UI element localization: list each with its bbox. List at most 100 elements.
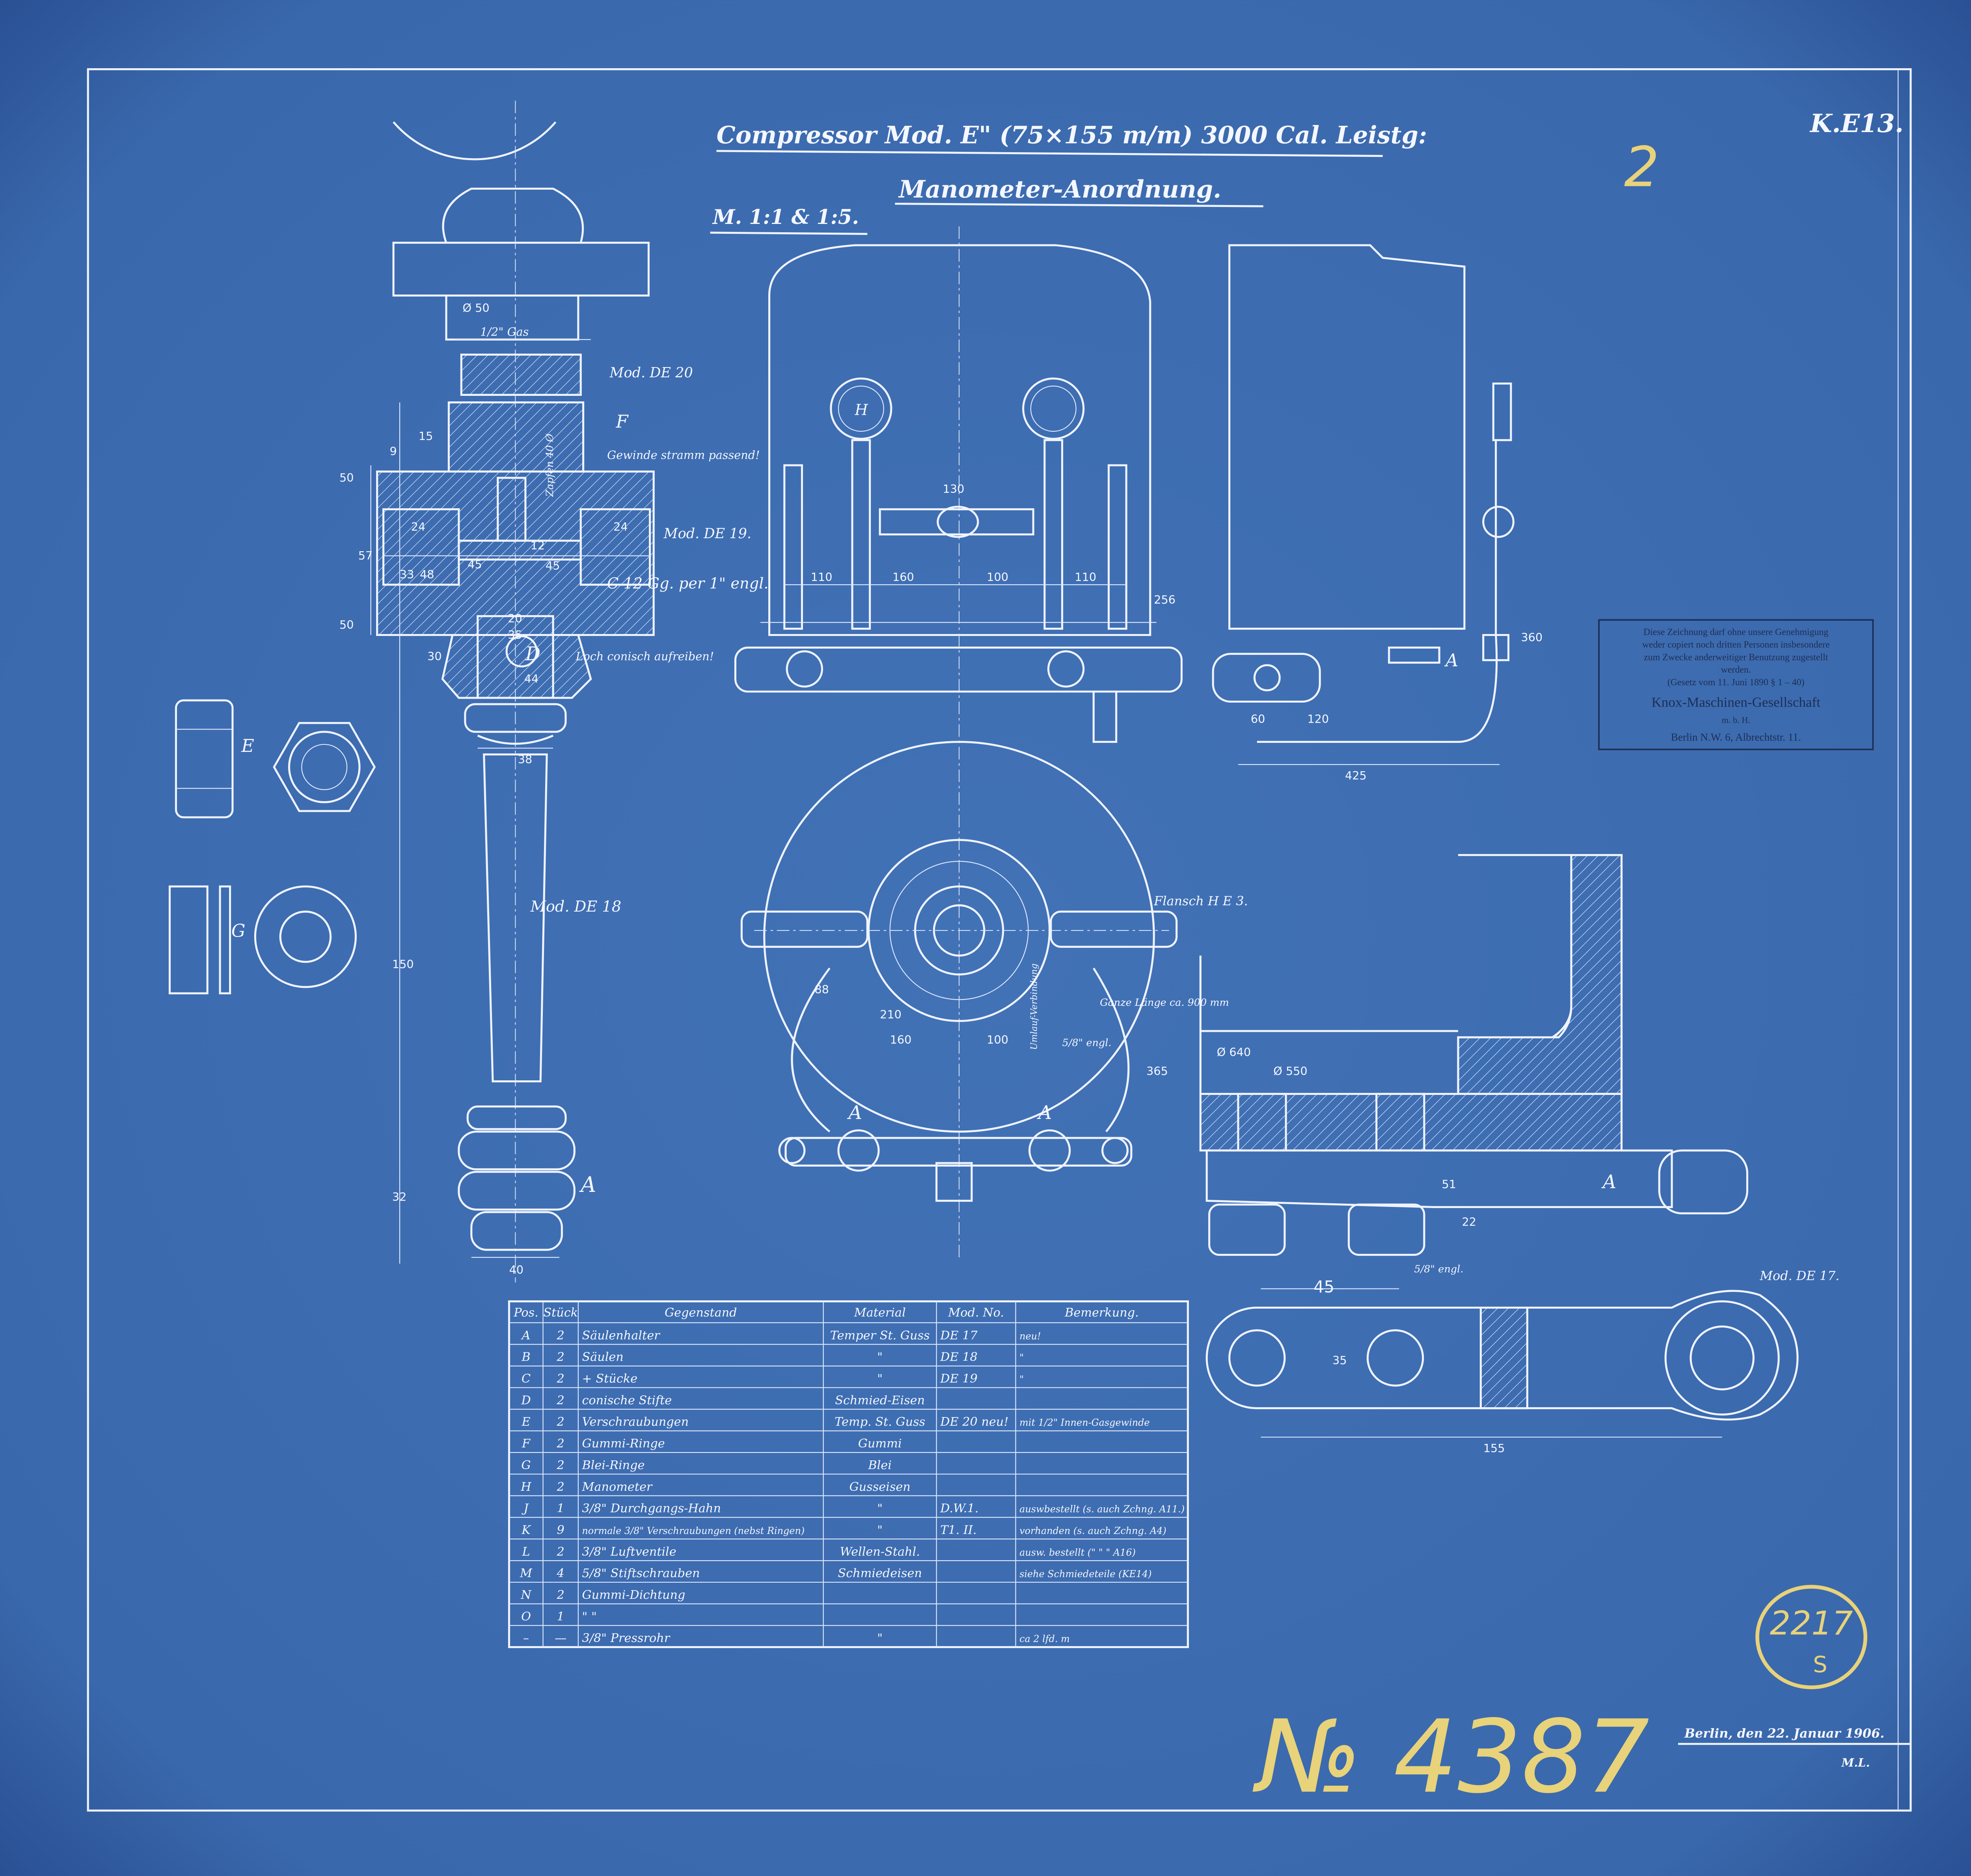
drawing-border	[87, 68, 1912, 1812]
table-cell-mod-no: DE 19	[940, 1372, 978, 1386]
table-cell-pos: D	[521, 1393, 531, 1407]
handwritten-register-number: № 4387	[1252, 1699, 1650, 1816]
table-cell-pos: B	[521, 1350, 530, 1364]
label-half-gas: 1/2" Gas	[480, 325, 529, 339]
dim: 15	[419, 429, 433, 443]
label-mod-de17: Mod. DE 17.	[1759, 1268, 1839, 1283]
label-f: F	[616, 411, 629, 432]
stamp-form: m. b. H.	[1721, 715, 1750, 725]
label-h-left: H	[854, 401, 868, 419]
manometer-side-view: 425 360 120 60 A	[1212, 244, 1543, 782]
dim: 100	[987, 570, 1008, 584]
table-cell-material: Temper St. Guss	[830, 1329, 930, 1343]
dim: 365	[1146, 1065, 1168, 1078]
table-cell-gegenstand: Gummi-Ringe	[582, 1437, 665, 1451]
table-cell-mod-no: DE 18	[940, 1350, 978, 1364]
table-cell-stueck: —	[555, 1632, 566, 1645]
dim: 425	[1345, 769, 1367, 782]
table-cell-stueck: 2	[557, 1458, 564, 1472]
dim: 120	[1307, 712, 1329, 726]
table-cell-material: Gummi	[858, 1437, 902, 1451]
label-flansch: Flansch H E 3.	[1153, 893, 1248, 908]
copyright-stamp: Diese Zeichnung darf ohne unsere Genehmi…	[1598, 619, 1874, 750]
dim: 35	[508, 628, 522, 641]
table-cell-bemerkung: neu!	[1019, 1331, 1041, 1342]
manometer-plan-view: Flansch H E 3. Umlauf-Verbindung Ganze L…	[740, 741, 1248, 1202]
table-cell-material: Schmiedeisen	[838, 1566, 922, 1580]
label-a-column: A	[579, 1172, 596, 1197]
table-cell-material: Temp. St. Guss	[835, 1415, 925, 1429]
table-cell-pos: M	[520, 1566, 533, 1580]
column-assembly-section	[370, 101, 655, 1283]
archive-suffix: S	[1813, 1651, 1827, 1678]
table-cell-pos: H	[520, 1480, 531, 1494]
label-ganze-laenge: Ganze Länge ca. 900 mm	[1100, 997, 1229, 1009]
dim: 20	[508, 612, 522, 625]
table-cell-stueck: 2	[557, 1480, 564, 1494]
dim: 160	[890, 1033, 912, 1046]
table-cell-stueck: 2	[557, 1393, 564, 1407]
dim: 40	[509, 1263, 523, 1276]
label-e: E	[241, 736, 254, 756]
table-cell-gegenstand: Säulen	[582, 1350, 623, 1364]
drawing-subtitle: Manometer-Anordnung.	[898, 175, 1221, 203]
dim: 160	[892, 570, 914, 584]
label-zapfen: Zapfen 40 Ø	[544, 433, 556, 497]
washer-detail-g: G	[168, 885, 357, 994]
table-cell-material: "	[877, 1632, 883, 1645]
table-cell-gegenstand: 3/8" Luftventile	[582, 1545, 676, 1559]
dim: 45	[1313, 1277, 1334, 1296]
dim: 45	[546, 559, 560, 572]
dim: 130	[943, 482, 965, 496]
sheet-id: K.E13.	[1809, 109, 1904, 138]
date-block: Berlin, den 22. Januar 1906. M.L.	[1678, 1726, 1911, 1769]
table-cell-gegenstand: Gummi-Dichtung	[582, 1588, 685, 1602]
dim: 57	[358, 549, 373, 562]
table-cell-stueck: 2	[557, 1588, 564, 1602]
dim: 50	[339, 618, 354, 632]
table-cell-mod-no: DE 17	[940, 1329, 978, 1343]
column-labels: Mod. DE 20 F Gewinde stramm passend! Mod…	[339, 301, 769, 1276]
table-cell-pos: K	[521, 1523, 531, 1537]
drawing-title: Compressor Mod. E" (75×155 m/m) 3000 Cal…	[717, 121, 1427, 149]
dim: 45	[468, 558, 482, 571]
dim: 9	[390, 445, 397, 458]
archive-number: 2217	[1770, 1604, 1853, 1643]
table-cell-material: Gusseisen	[849, 1480, 910, 1494]
stamp-line: Diese Zeichnung darf ohne unsere Genehmi…	[1643, 627, 1828, 638]
table-cell-gegenstand: 3/8" Pressrohr	[582, 1632, 670, 1645]
dim: 24	[613, 520, 628, 533]
stamp-line: (Gesetz vom 11. Juni 1890 § 1 – 40)	[1667, 677, 1805, 688]
archive-stamp: 2217 S	[1755, 1585, 1867, 1690]
label-a-plan-right: A	[1037, 1102, 1052, 1124]
table-cell-bemerkung: vorhanden (s. auch Zchng. A4)	[1019, 1525, 1166, 1536]
dim: 150	[392, 958, 414, 971]
label-a-plan-left: A	[847, 1102, 862, 1124]
dim: Ø 550	[1273, 1065, 1307, 1078]
table-cell-pos: G	[521, 1458, 531, 1472]
table-cell-gegenstand: Säulenhalter	[582, 1329, 660, 1343]
dim: 110	[811, 570, 833, 584]
drawing-date: Berlin, den 22. Januar 1906.	[1684, 1726, 1884, 1741]
label-loch: Loch conisch aufreiben!	[575, 649, 714, 663]
table-cell-stueck: 2	[557, 1329, 564, 1343]
title-block: Compressor Mod. E" (75×155 m/m) 3000 Cal…	[710, 109, 1904, 235]
label-mod-de18: Mod. DE 18	[530, 898, 621, 916]
dim: 51	[1442, 1178, 1457, 1191]
table-cell-stueck: 1	[557, 1502, 564, 1516]
table-header-bemerkung: Bemerkung.	[1064, 1306, 1139, 1320]
table-cell-bemerkung: siehe Schmiedeteile (KE14)	[1019, 1568, 1151, 1579]
table-cell-material: Schmied-Eisen	[835, 1393, 925, 1407]
label-a-side: A	[1444, 650, 1458, 671]
table-cell-stueck: 4	[557, 1566, 564, 1580]
dim: 30	[427, 649, 442, 663]
table-cell-material: "	[877, 1502, 883, 1516]
label-gewinde: Gewinde stramm passend!	[607, 448, 760, 462]
label-five-eighths-bracket: 5/8" engl.	[1414, 1263, 1463, 1275]
dim: 256	[1154, 593, 1176, 606]
dim: 50	[339, 471, 354, 484]
table-cell-pos: N	[520, 1588, 532, 1602]
table-cell-gegenstand: 5/8" Stiftschrauben	[582, 1566, 700, 1580]
